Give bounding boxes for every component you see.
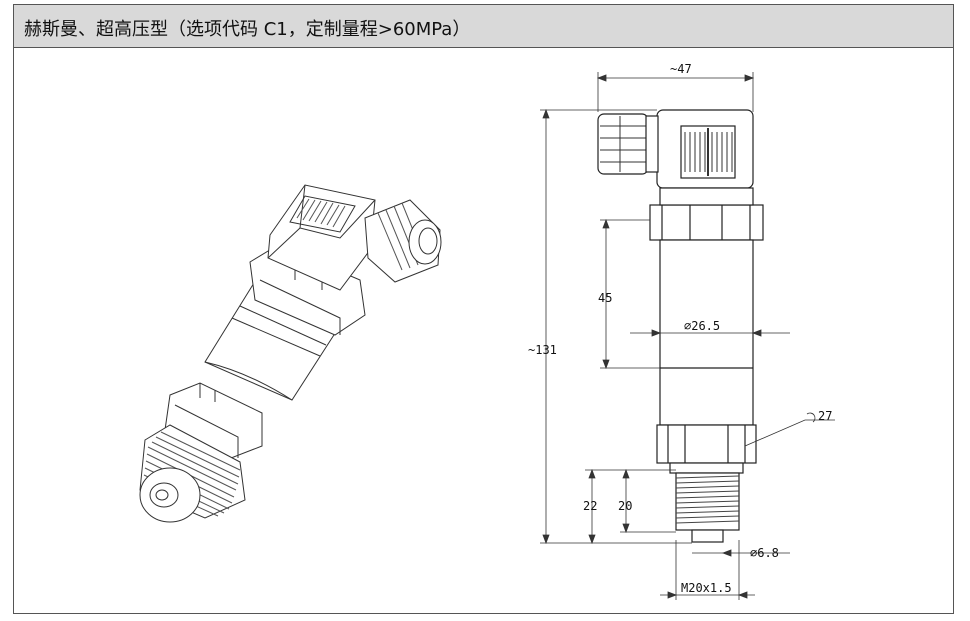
dim-thread-inner: 20 — [618, 499, 632, 513]
isometric-view — [139, 184, 442, 523]
dim-port-diameter: ∅6.8 — [750, 546, 779, 560]
dim-total-height: ~131 — [528, 343, 557, 357]
dim-width-top: ~47 — [670, 62, 692, 76]
dim-hex-wrench: 27 — [818, 409, 832, 423]
dimension-lines — [540, 72, 835, 600]
dim-thread-outer: 22 — [583, 499, 597, 513]
dim-upper-length: 45 — [598, 291, 612, 305]
cable-gland — [597, 113, 649, 175]
lower-hex — [656, 424, 757, 464]
port-tip — [691, 529, 724, 543]
dim-thread-spec: M20x1.5 — [681, 581, 732, 595]
upper-hex — [649, 204, 764, 241]
drawing-title: 赫斯曼、超高压型（选项代码 C1，定制量程>60MPa） — [24, 19, 471, 40]
front-view — [597, 109, 764, 543]
title-bar: 赫斯曼、超高压型（选项代码 C1，定制量程>60MPa） — [14, 5, 953, 48]
dim-body-diameter: ∅26.5 — [684, 319, 720, 333]
